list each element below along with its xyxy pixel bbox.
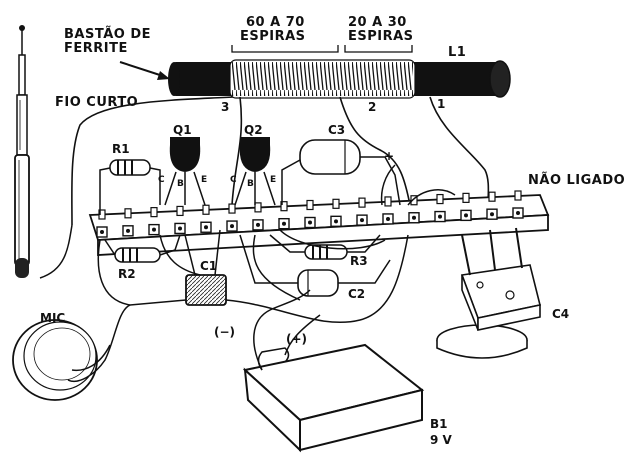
label-short-wire: FIO CURTO bbox=[55, 95, 139, 110]
label-tap1: 1 bbox=[437, 97, 446, 111]
label-mic: MIC bbox=[40, 311, 66, 325]
terminal-lug-hole bbox=[386, 216, 390, 221]
terminal-lug-tab bbox=[306, 199, 314, 211]
terminal-lug-tab bbox=[462, 192, 470, 203]
label-r1: R1 bbox=[112, 142, 130, 156]
terminal-lug-tab bbox=[176, 205, 184, 217]
capacitor-c2 bbox=[239, 234, 391, 297]
terminal-lug-hole bbox=[516, 211, 520, 215]
terminal-lug-tab bbox=[228, 203, 236, 214]
label-q2: Q2 bbox=[244, 123, 263, 137]
terminal-lug-hole bbox=[412, 215, 416, 220]
terminal-lug-hole bbox=[334, 219, 338, 224]
terminal-lug-hole bbox=[282, 221, 286, 226]
terminal-lug-tab bbox=[280, 201, 288, 212]
capacitor-c3 bbox=[281, 139, 401, 206]
label-tap2: 2 bbox=[368, 100, 377, 114]
capacitor-c4 bbox=[436, 227, 541, 359]
terminal-lug-tab bbox=[202, 204, 210, 215]
capacitor-c1 bbox=[184, 229, 227, 306]
terminal-lug-hole bbox=[178, 226, 182, 231]
label-coil-l1: L1 bbox=[448, 45, 467, 60]
label-q2-b: B bbox=[247, 179, 254, 189]
terminal-lug-hole bbox=[360, 218, 364, 223]
coil-leads bbox=[71, 96, 490, 226]
terminal-lug-tab bbox=[332, 198, 340, 209]
terminal-lug-hole bbox=[464, 213, 468, 218]
terminal-lug-tab bbox=[254, 202, 262, 213]
label-q1-b: B bbox=[177, 179, 184, 189]
terminal-lug-hole bbox=[256, 222, 260, 227]
resistor-r1 bbox=[99, 159, 161, 215]
terminal-lug-tab bbox=[410, 195, 418, 206]
telescopic-antenna bbox=[14, 25, 30, 278]
label-q2-e: E bbox=[270, 175, 277, 185]
label-c3: C3 bbox=[328, 123, 346, 137]
label-q1-c: C bbox=[158, 175, 165, 185]
board-wiring bbox=[39, 164, 456, 324]
terminal-lug-hole bbox=[438, 214, 442, 219]
terminal-lug-hole bbox=[490, 212, 494, 217]
terminal-lug-tab bbox=[124, 208, 132, 219]
label-q1-e: E bbox=[201, 175, 208, 185]
label-battery-voltage: 9 V bbox=[430, 433, 452, 447]
terminal-lug-hole bbox=[126, 228, 130, 233]
battery-b1 bbox=[242, 289, 425, 453]
terminal-lug-tab bbox=[436, 193, 444, 205]
ferrite-arrow bbox=[119, 61, 170, 80]
terminal-lug-tab bbox=[384, 196, 392, 207]
label-r2: R2 bbox=[118, 267, 136, 281]
label-c4: C4 bbox=[552, 307, 570, 321]
label-ferrite-line2: FERRITE bbox=[64, 41, 128, 56]
transistor-q2 bbox=[234, 137, 276, 206]
label-minus: (−) bbox=[214, 325, 236, 339]
label-c1: C1 bbox=[200, 259, 218, 273]
label-q2-c: C bbox=[230, 175, 237, 185]
terminal-lug-tab bbox=[98, 209, 106, 220]
label-turns-20-sub: ESPIRAS bbox=[348, 29, 414, 44]
terminal-lug-hole bbox=[204, 225, 208, 230]
label-not-connected: NÃO LIGADO bbox=[528, 173, 626, 188]
label-turns-20: 20 A 30 bbox=[348, 15, 407, 30]
label-battery: B1 bbox=[430, 417, 448, 431]
ferrite-rod bbox=[168, 59, 511, 99]
terminal-lugs bbox=[96, 190, 524, 238]
label-ferrite-line1: BASTÃO DE bbox=[64, 27, 152, 42]
label-turns-60: 60 A 70 bbox=[246, 15, 305, 30]
terminal-lug-tab bbox=[514, 190, 522, 201]
terminal-lug-tab bbox=[150, 207, 158, 218]
terminal-lug-hole bbox=[308, 220, 312, 225]
label-tap3: 3 bbox=[221, 100, 230, 114]
terminal-lug-hole bbox=[100, 230, 104, 234]
terminal-lug-hole bbox=[230, 224, 234, 229]
terminal-lug-hole bbox=[152, 227, 156, 232]
label-r3: R3 bbox=[350, 254, 368, 268]
terminal-lug-tab bbox=[488, 191, 496, 202]
label-q1: Q1 bbox=[173, 123, 192, 137]
resistor-r2 bbox=[104, 234, 181, 263]
label-c2: C2 bbox=[348, 287, 366, 301]
label-c3-plus: + bbox=[384, 149, 395, 163]
transistor-q1 bbox=[164, 137, 206, 206]
turns-brackets bbox=[231, 45, 413, 53]
terminal-lug-tab bbox=[358, 197, 366, 208]
label-turns-60-sub: ESPIRAS bbox=[240, 29, 306, 44]
label-plus: (+) bbox=[286, 332, 308, 346]
microphone bbox=[12, 304, 131, 401]
